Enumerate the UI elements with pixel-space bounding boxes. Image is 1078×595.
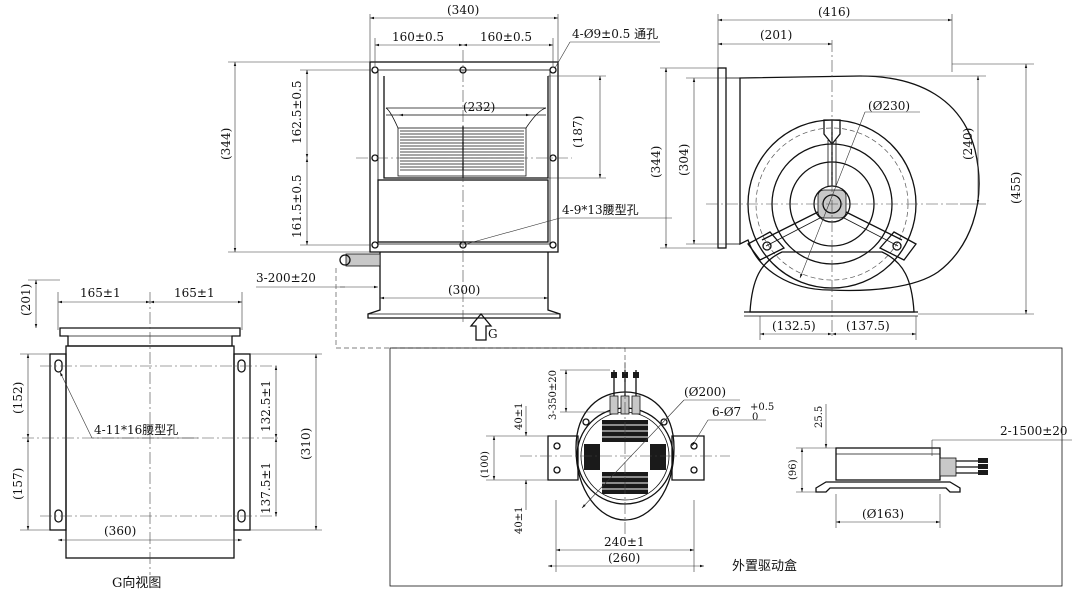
driver-box-panel: 3-350±20 40±1 40±1 (100) (Ø200) 6-Ø7 +0.…: [389, 347, 1072, 587]
driver-side-body: [835, 447, 941, 481]
front-dim-inner-width: (232): [463, 100, 495, 114]
g-dim-half-right: 165±1: [174, 286, 215, 300]
front-flange-inner: [377, 69, 551, 245]
side-dim-flange-height: (344): [649, 146, 663, 178]
g-view: (201) 165±1 165±1 (152) (157) 132.5±1 13…: [11, 279, 322, 591]
driver-dim-holes-tol-lower: 0: [752, 412, 758, 423]
front-mount-holes: [371, 66, 557, 249]
driver-dim-width-tol: 240±1: [604, 535, 645, 549]
g-dim-total-right: (310): [299, 428, 313, 460]
side-top-mount: [823, 119, 841, 146]
front-cable-connector: [345, 253, 381, 267]
side-left-mount: [747, 231, 786, 261]
front-dim-upper-half: 162.5±0.5: [290, 81, 304, 145]
front-dim-cable: 3-200±20: [256, 271, 316, 285]
front-view: (340) 160±0.5 160±0.5 4-Ø9±0.5 通孔 (232) …: [219, 3, 672, 375]
front-dim-hole-note: 4-Ø9±0.5 通孔: [572, 27, 658, 41]
g-dim-bottom-width: (360): [104, 524, 136, 538]
g-view-caption: G向视图: [112, 575, 161, 591]
driver-dim-holes-tol-upper: +0.5: [750, 402, 774, 413]
driver-dim-top-spacing: 40±1: [514, 403, 525, 430]
g-dim-upper-left: (152): [11, 382, 25, 414]
driver-dim-cable: 3-350±20: [548, 370, 559, 420]
driver-box-caption: 外置驱动盒: [732, 558, 797, 574]
side-flange: [717, 67, 727, 249]
g-dim-lower-right: 137.5±1: [259, 462, 273, 514]
driver-box-frame: [389, 347, 1063, 587]
driver-dim-bottom-spacing: 40±1: [514, 507, 525, 534]
side-dim-base-left: (132.5): [772, 319, 816, 333]
g-slot-note: 4-11*16腰型孔: [94, 423, 178, 437]
side-scroll-housing: [739, 75, 980, 292]
front-outlet-walls: [383, 76, 549, 179]
driver-box-top-view: [520, 362, 730, 540]
g-left-rail: [49, 353, 67, 531]
front-dim-overall-height: (344): [219, 128, 233, 160]
driver-dim-overall-width: (260): [608, 551, 640, 565]
front-flange-outline: [369, 61, 559, 253]
driver-dim-diameter: (Ø200): [684, 385, 726, 399]
front-view-arrow-label: G: [488, 327, 498, 341]
side-dim-base-right: (137.5): [846, 319, 890, 333]
front-dim-half-left: 160±0.5: [392, 30, 444, 44]
driver-dim-holes-prefix: 6-Ø7: [712, 405, 741, 419]
driver-dim-side-cable: 2-1500±20: [1000, 424, 1068, 438]
front-dim-slot-note: 4-9*13腰型孔: [562, 203, 639, 217]
front-impeller-blades: [385, 107, 547, 178]
g-dim-upper-right: 132.5±1: [259, 380, 273, 432]
front-dim-base-width: (300): [448, 283, 480, 297]
side-right-mount: [878, 231, 917, 261]
front-dim-half-right: 160±0.5: [480, 30, 532, 44]
driver-dim-side-diameter: (Ø163): [862, 507, 904, 521]
driver-side-base: [815, 481, 961, 493]
side-dim-overall-height: (455): [1009, 172, 1023, 204]
side-dim-left-offset: (201): [760, 28, 792, 42]
driver-dim-side-height: 25.5: [814, 406, 825, 428]
side-dim-overall-width: (416): [818, 5, 850, 19]
side-dim-outlet-height: (304): [677, 144, 691, 176]
g-dim-half-left: 165±1: [80, 286, 121, 300]
driver-dim-side-total: (96): [788, 459, 799, 480]
front-dim-overall-width: (340): [447, 3, 479, 17]
g-dim-lower-left: (157): [11, 468, 25, 500]
side-base: [749, 251, 915, 313]
driver-box-side-view: [815, 447, 988, 493]
g-right-rail: [233, 353, 251, 531]
front-dim-outlet-height: (187): [571, 116, 585, 148]
front-dim-lower-half: 161.5±0.5: [290, 175, 304, 239]
side-dim-wheel-diameter: (Ø230): [868, 99, 910, 113]
view-g-arrow-icon: [469, 312, 493, 341]
g-dim-top-offset: (201): [19, 284, 33, 316]
driver-dim-mid-height: (100): [480, 451, 491, 478]
side-view: (416) (201) (Ø230) (344) (304) (240) (45…: [649, 5, 1034, 340]
side-dim-center-height: (240): [961, 128, 975, 160]
front-base-stand: [367, 252, 561, 319]
